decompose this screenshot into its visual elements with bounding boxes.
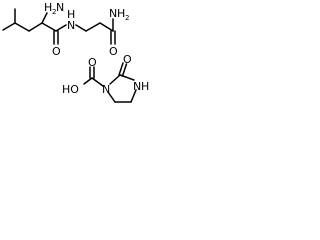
hydroxyl-label: HO <box>62 83 79 96</box>
bond-ring-co-1 <box>118 62 124 76</box>
amine-h-label: H <box>44 1 52 14</box>
amine-n-label: N <box>56 1 64 14</box>
terminal-n-label: N <box>109 7 117 20</box>
amide-nh-n-label: N <box>67 19 75 32</box>
bond-ch2-alpha <box>28 22 43 32</box>
bond-n3-c4 <box>130 89 137 103</box>
bond-c5-n1 <box>107 91 116 103</box>
bond-alpha-nh2 <box>41 12 48 24</box>
bond-n1-c2 <box>109 74 121 85</box>
terminal-subscript: 2 <box>125 14 129 22</box>
bond-carbonyl-nh <box>55 24 67 32</box>
bond-ring-co-2 <box>121 63 128 77</box>
amine-subscript: 2 <box>52 8 56 16</box>
bond-ch2-amide <box>99 22 114 32</box>
chemical-structures: H 2 N H N O N H 2 O <box>2 1 149 103</box>
terminal-h-label: H <box>117 7 125 20</box>
bond-ch-ch2 <box>14 22 30 32</box>
acid-o-label: O <box>88 56 97 69</box>
bond-ch2-ch2 <box>85 22 101 32</box>
ring-nh-n-label: N <box>133 80 141 93</box>
molecule-2: O HO N O N H <box>62 53 149 103</box>
ring-o-label: O <box>123 53 132 66</box>
bond-methyl-1 <box>2 22 16 31</box>
bond-nh-ch2 <box>75 24 87 32</box>
amide-nh-h-label: H <box>67 8 75 21</box>
terminal-o-label: O <box>109 45 118 58</box>
bond-acid-oh <box>83 77 93 85</box>
ring-n1-label: N <box>102 83 110 96</box>
bond-alpha-carbonyl <box>41 22 57 32</box>
structure-canvas: H 2 N H N O N H 2 O <box>0 0 183 120</box>
bond-acid-n <box>91 77 104 87</box>
amide-o-label: O <box>52 45 61 58</box>
molecule-1: H 2 N H N O N H 2 O <box>2 1 129 58</box>
ring-nh-h-label: H <box>141 80 149 93</box>
